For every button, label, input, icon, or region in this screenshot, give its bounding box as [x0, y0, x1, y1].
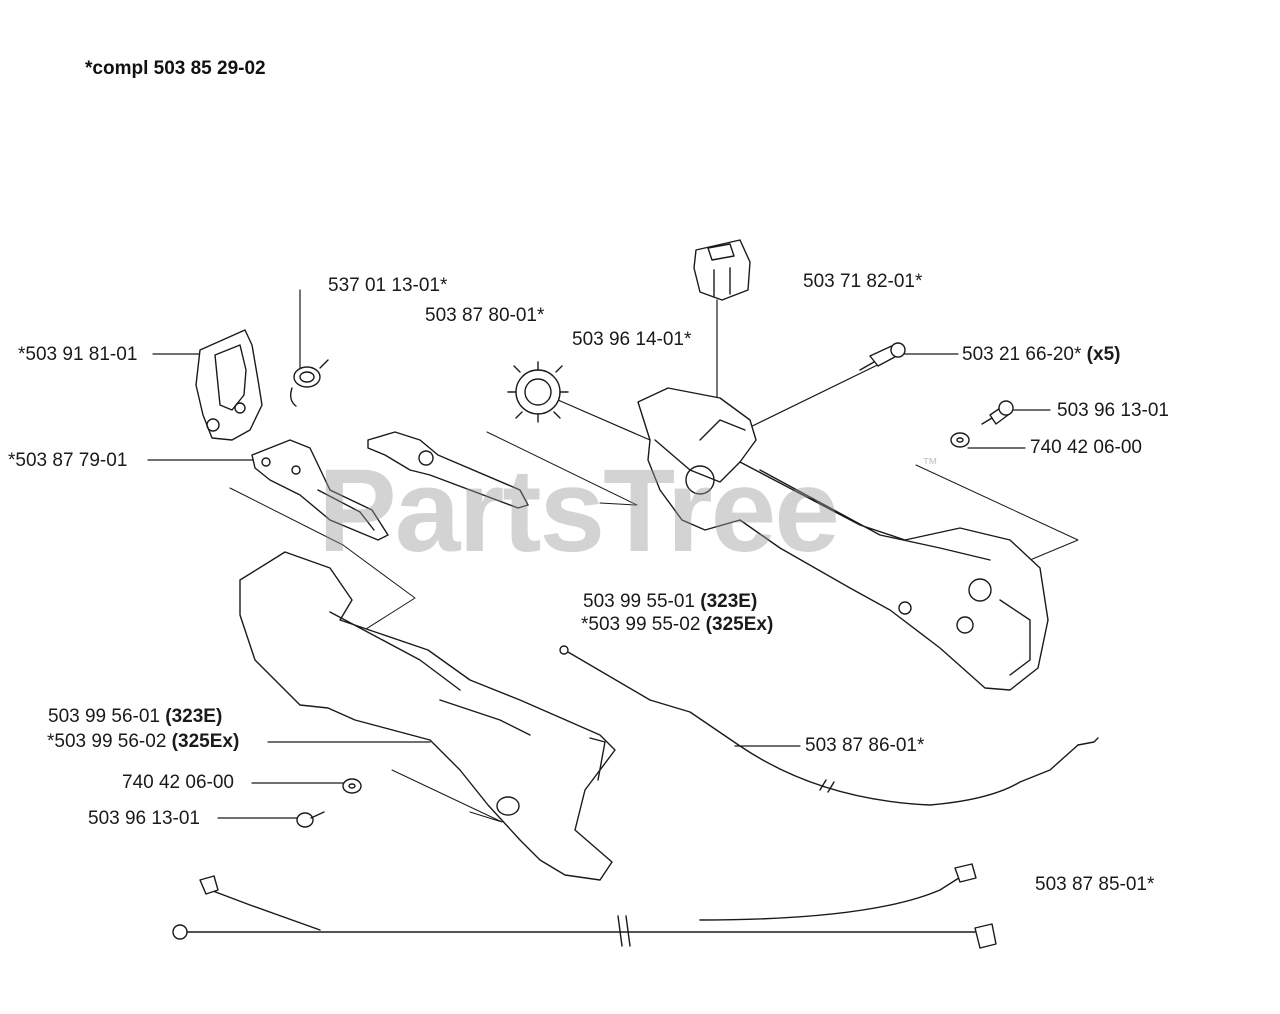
diagram-title: *compl 503 85 29-02	[85, 58, 266, 79]
part-label-503-87-85-01: 503 87 85-01*	[1035, 874, 1155, 895]
part-number: 503 99 55-01	[583, 591, 695, 612]
part-label-740-42-06-00-upper: 740 42 06-00	[1030, 437, 1142, 458]
leader-lines	[147, 289, 1079, 823]
wire-harness-part	[172, 863, 997, 949]
washer-part-lower	[342, 778, 362, 794]
model-tag: (323E)	[700, 591, 758, 612]
spring-part	[289, 359, 329, 407]
screw-part-2	[981, 400, 1014, 425]
model-tag: (325Ex)	[171, 731, 240, 752]
part-label-503-99-56-01: 503 99 56-01 (323E)	[48, 706, 222, 728]
part-label-503-96-13-01-upper: 503 96 13-01	[1057, 400, 1169, 421]
part-label-503-99-55-02: *503 99 55-02 (325Ex)	[581, 614, 773, 636]
switch-part	[693, 239, 751, 301]
part-number: *503 99 55-02	[581, 614, 701, 635]
part-label-503-71-82-01: 503 71 82-01*	[803, 271, 923, 292]
throttle-cable-part	[559, 645, 1099, 806]
part-label-503-91-81-01: *503 91 81-01	[18, 344, 138, 365]
part-label-503-96-14-01: 503 96 14-01*	[572, 329, 692, 350]
handle-shaft-part	[239, 551, 616, 881]
part-number: 503 99 56-01	[48, 706, 160, 727]
part-number: 503 21 66-20*	[962, 344, 1082, 365]
model-tag: (323E)	[165, 706, 223, 727]
screw-part-lower	[296, 811, 325, 828]
part-label-503-87-80-01: 503 87 80-01*	[425, 305, 545, 326]
part-label-503-87-86-01: 503 87 86-01*	[805, 735, 925, 756]
part-label-503-96-13-01-lower: 503 96 13-01	[88, 808, 200, 829]
part-label-740-42-06-00-lower: 740 42 06-00	[122, 772, 234, 793]
part-label-503-21-66-20: 503 21 66-20* (x5)	[962, 344, 1120, 366]
part-label-503-99-56-02: *503 99 56-02 (325Ex)	[47, 731, 239, 753]
part-label-503-99-55-01: 503 99 55-01 (323E)	[583, 591, 757, 613]
part-number: *503 99 56-02	[47, 731, 167, 752]
throttle-lever-part	[251, 439, 389, 541]
lock-lever-part	[367, 431, 529, 509]
model-tag: (325Ex)	[705, 614, 774, 635]
part-label-503-87-79-01: *503 87 79-01	[8, 450, 128, 471]
part-label-537-01-13-01: 537 01 13-01*	[328, 275, 448, 296]
watermark: PartsTree	[318, 445, 840, 577]
quantity: (x5)	[1086, 344, 1121, 365]
gear-ring-part	[507, 361, 569, 423]
bracket-part	[195, 329, 263, 441]
screw-part-1	[859, 342, 906, 371]
handle-housing-part	[637, 387, 1049, 691]
trademark-symbol: ™	[922, 456, 938, 473]
washer-part	[950, 432, 970, 448]
